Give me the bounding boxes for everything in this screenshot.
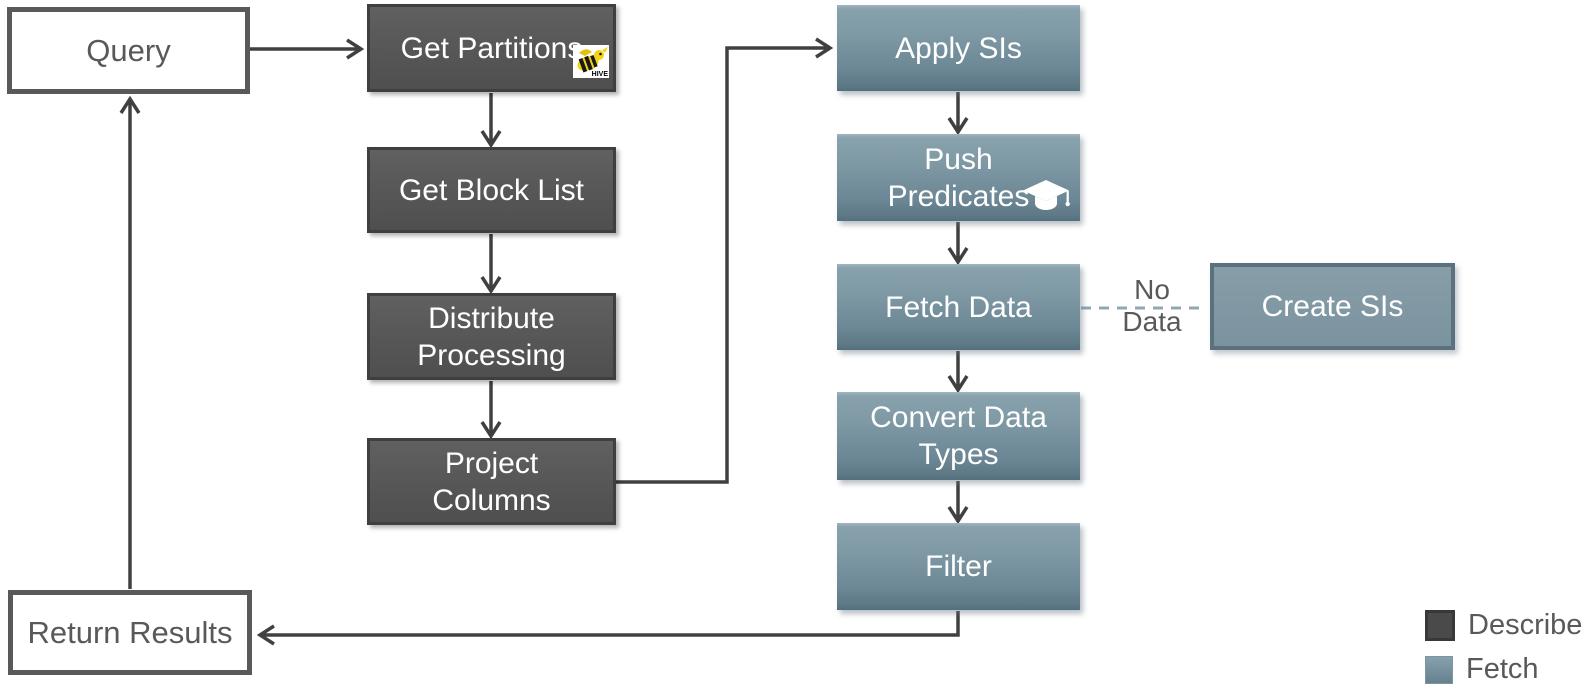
edge-label-no-data: No Data <box>1100 274 1204 338</box>
arrow-return-results-to-query <box>119 95 141 589</box>
legend-item-fetch: Fetch <box>1425 653 1539 686</box>
node-filter: Filter <box>837 523 1080 610</box>
node-query-label: Query <box>86 33 171 68</box>
node-push-predicates: Push Predicates <box>837 134 1080 221</box>
arrow-filter-to-return-results <box>256 611 960 646</box>
edge-label-no-data-line2: Data <box>1122 306 1182 337</box>
node-create-sis: Create SIs <box>1210 263 1455 350</box>
svg-text:HIVE: HIVE <box>592 71 609 78</box>
node-distribute-processing-label: Distribute Processing <box>417 301 566 372</box>
arrow-query-to-get-partitions <box>250 38 365 60</box>
node-convert-data-types: Convert Data Types <box>837 392 1080 480</box>
node-push-predicates-label: Push Predicates <box>887 142 1030 213</box>
node-return-results-label: Return Results <box>27 615 233 650</box>
node-create-sis-label: Create SIs <box>1261 290 1404 323</box>
node-get-partitions-label: Get Partitions <box>400 31 583 65</box>
node-apply-sis: Apply SIs <box>837 5 1080 91</box>
node-distribute-processing: Distribute Processing <box>367 293 616 380</box>
node-query: Query <box>7 7 250 94</box>
node-get-block-list: Get Block List <box>367 147 616 233</box>
node-project-columns: Project Columns <box>367 438 616 525</box>
node-fetch-data-label: Fetch Data <box>885 290 1032 324</box>
legend-fetch-label: Fetch <box>1466 653 1539 685</box>
arrow-project-columns-to-apply-sis <box>616 37 834 484</box>
legend-describe-swatch <box>1425 610 1455 641</box>
node-get-block-list-label: Get Block List <box>398 173 585 207</box>
arrow-get-partitions-to-get-block-list <box>480 93 502 149</box>
legend-fetch-swatch <box>1425 655 1453 684</box>
arrow-apply-sis-to-push-predicates <box>947 92 969 136</box>
node-project-columns-label: Project Columns <box>432 446 551 517</box>
arrow-fetch-data-to-convert <box>947 351 969 394</box>
node-convert-data-types-label: Convert Data Types <box>870 401 1047 471</box>
node-get-partitions: Get Partitions HIVE <box>367 4 616 92</box>
legend-item-describe: Describe <box>1425 609 1582 642</box>
arrow-distribute-to-project-columns <box>480 381 502 440</box>
edge-label-no-data-line1: No <box>1134 274 1170 305</box>
node-apply-sis-label: Apply SIs <box>895 31 1022 65</box>
arrow-push-predicates-to-fetch-data <box>947 222 969 266</box>
arrow-convert-to-filter <box>947 481 969 525</box>
legend-describe-label: Describe <box>1468 609 1583 641</box>
node-filter-label: Filter <box>925 550 992 583</box>
arrow-get-block-list-to-distribute <box>480 234 502 295</box>
node-fetch-data: Fetch Data <box>837 264 1080 350</box>
node-return-results: Return Results <box>8 590 252 675</box>
